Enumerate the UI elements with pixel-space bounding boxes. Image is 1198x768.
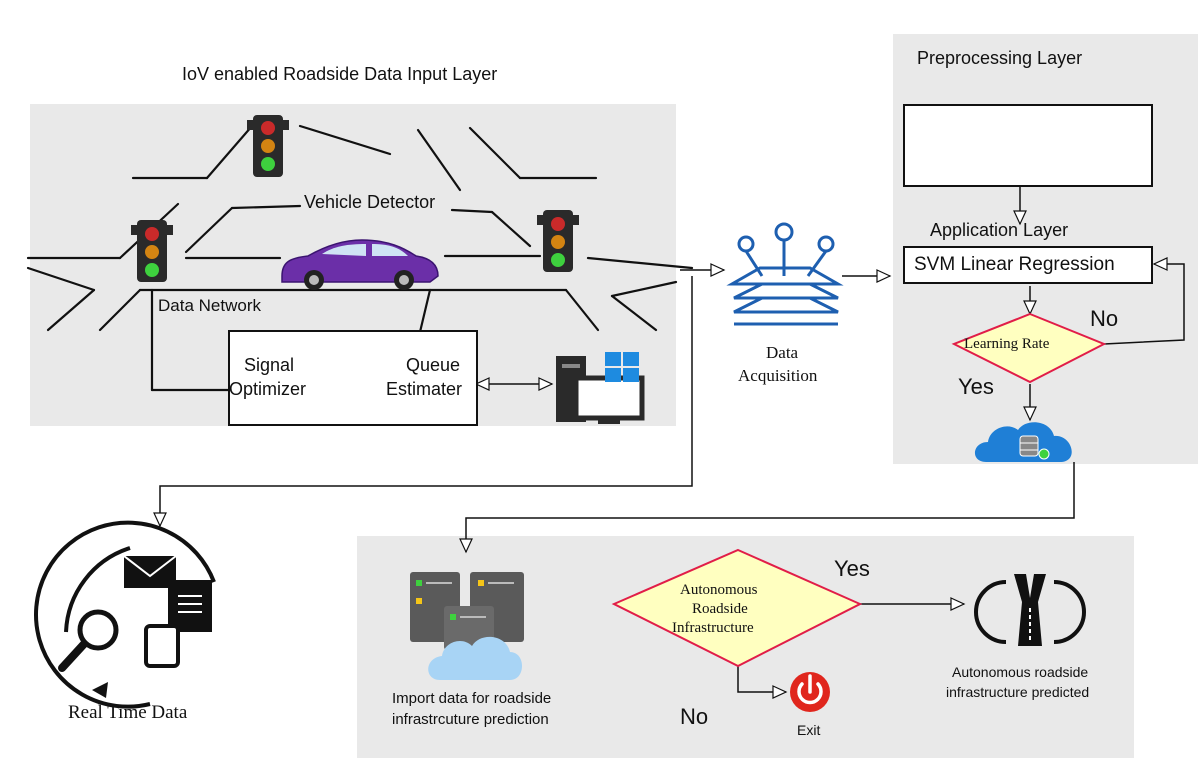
data-network-label: Data Network <box>158 296 261 315</box>
data-acquisition-label-2: Acquisition <box>738 366 818 385</box>
car-icon <box>281 239 439 290</box>
autonomous-decision-label-3: Infrastructure <box>672 620 754 636</box>
server-cloud-icon <box>410 572 524 680</box>
flow-connectors <box>153 186 1185 699</box>
exit-label: Exit <box>797 722 821 738</box>
cloud-database-icon <box>974 422 1072 462</box>
learning-rate-diamond <box>951 312 1107 384</box>
preprocessing-yes-label: Yes <box>958 374 994 399</box>
preprocessing-layer-title: Preprocessing Layer <box>917 48 1083 68</box>
real-time-data-icon <box>33 520 216 709</box>
estimater-label: Estimater <box>386 379 463 399</box>
autonomous-roadside-diamond <box>611 548 863 668</box>
prediction-yes-label: Yes <box>834 556 870 581</box>
signal-queue-box <box>228 330 478 426</box>
queue-label: Queue <box>406 355 461 375</box>
real-time-data-label: Real Time Data <box>68 702 188 723</box>
prediction-no-label: No <box>680 704 709 729</box>
data-acquisition-label-1: Data <box>766 343 799 362</box>
traffic-light-top-icon <box>247 115 289 177</box>
svm-linear-regression-label: SVM Linear Regression <box>914 254 1115 275</box>
autonomous-decision-label-2: Roadside <box>692 601 748 617</box>
optimizer-label: Optimizer <box>229 379 307 399</box>
road-infrastructure-icon <box>974 574 1086 646</box>
data-acquisition-icon <box>726 222 844 326</box>
autonomous-decision-label-1: Autonomous <box>680 582 758 598</box>
result-label-2: infrastructure predicted <box>946 684 1090 700</box>
vehicle-detector-label: Vehicle Detector <box>302 192 438 213</box>
traffic-light-right-icon <box>537 210 579 272</box>
preprocessing-no-label: No <box>1090 306 1119 331</box>
learning-rate-label: Learning Rate <box>964 336 1050 352</box>
result-label-1: Autonomous roadside <box>952 664 1089 680</box>
input-layer-title: IoV enabled Roadside Data Input Layer <box>182 64 498 84</box>
svm-linear-regression-box <box>903 246 1153 284</box>
road-lines <box>26 124 694 392</box>
traffic-light-left-icon <box>131 220 173 282</box>
computer-icon <box>556 352 645 424</box>
import-data-label-2: infrastrcuture prediction <box>392 711 549 728</box>
power-exit-icon <box>790 672 830 712</box>
preprocessing-icons-box <box>903 104 1153 187</box>
application-layer-title: Application Layer <box>930 220 1069 240</box>
signal-label: Signal <box>244 355 295 375</box>
import-data-label-1: Import data for roadside <box>392 690 552 707</box>
